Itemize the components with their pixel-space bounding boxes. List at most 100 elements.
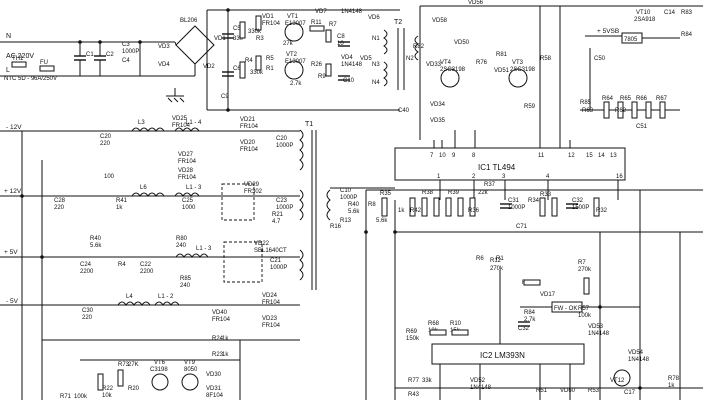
- label-vd6: VD6: [368, 15, 380, 21]
- label-2sc3198-a: 2SC3198: [440, 67, 466, 73]
- ic1-pin-11: 11: [538, 153, 545, 159]
- label-r13: R13: [340, 218, 352, 224]
- label-2sa918: 2SA918: [634, 17, 656, 23]
- transistor-vt2: [284, 60, 304, 80]
- label-4-7: 4.7: [272, 219, 281, 225]
- thermistor: [11, 61, 27, 68]
- label-r66: R66: [636, 96, 648, 102]
- winding-n4: N4: [372, 80, 380, 86]
- ic1-pin-4: 4: [546, 174, 550, 180]
- label-c20a: C20: [100, 134, 112, 140]
- label-r76: R76: [476, 60, 488, 66]
- label-2-7k: 2.7k: [290, 81, 302, 87]
- label-l1-3a: L1 - 3: [186, 185, 202, 191]
- label-vd50: VD50: [454, 40, 470, 46]
- label-r81: R81: [496, 52, 508, 58]
- label-r12: R12: [490, 258, 502, 264]
- label-27k: 27k: [283, 41, 294, 47]
- label-c1: C1: [86, 52, 94, 58]
- label-c10: C10: [343, 78, 355, 84]
- label-r59: R59: [524, 104, 536, 110]
- ic1-pin-2: 2: [472, 174, 476, 180]
- label-22k: 22k: [478, 190, 489, 196]
- label-2sc3198-b: 2SC3198: [510, 67, 536, 73]
- label-vd24: VD24: [262, 293, 278, 299]
- label-vd51: VD51: [494, 68, 510, 74]
- label-c5: C5: [233, 26, 241, 32]
- label-27k-b: 27K: [128, 362, 139, 368]
- label-r1b: R1: [496, 256, 504, 262]
- label-r22: R22: [102, 386, 114, 392]
- ic1-pin-3: 3: [502, 174, 506, 180]
- label-r11: R11: [311, 20, 322, 26]
- label-220b: 220: [54, 205, 65, 211]
- label-c2: C2: [106, 52, 114, 58]
- label-l4: L4: [126, 294, 133, 300]
- label-r43: R43: [408, 392, 420, 398]
- label-vd60: VD60: [560, 388, 576, 394]
- label-vd1: VD1: [214, 36, 226, 42]
- label-l1-3b: L1 - 3: [196, 246, 212, 252]
- rail-minus-12v: - 12V: [6, 124, 22, 131]
- winding-n2: N2: [406, 56, 414, 62]
- label-240a: 240: [176, 243, 187, 249]
- label-1n4148-e: 1N4148: [628, 357, 650, 363]
- label-sbl1640ct: SBL1640CT: [254, 248, 287, 254]
- transistor-vt4: [440, 68, 460, 88]
- label-vd52: VD52: [470, 378, 486, 384]
- label-c30: C30: [82, 308, 94, 314]
- label-r7: R7: [329, 22, 337, 28]
- label-270k-a: 270k: [490, 266, 504, 272]
- ic1-pin-9: 9: [452, 153, 456, 159]
- label-fr104-h: FR104: [262, 323, 281, 329]
- label-c51: C51: [636, 124, 648, 130]
- label-330: 330: [233, 36, 244, 42]
- label-r35: R35: [380, 191, 392, 197]
- label-r5: R5: [266, 56, 274, 62]
- feedback-network-section: C10 1000P R40 5.6k R13 R16 R8 R62 R63 R6…: [330, 96, 703, 400]
- label-c9: C9: [221, 94, 229, 100]
- label-l3: L3: [138, 120, 145, 126]
- label-r21: R21: [272, 212, 284, 218]
- transistor-vt6: [151, 373, 169, 391]
- label-vd3: VD3: [158, 44, 170, 50]
- label-1000p-a: 1000P: [276, 143, 293, 149]
- label-fr104-c: FR104: [240, 147, 259, 153]
- label-r20: R20: [128, 386, 140, 392]
- label-c3: C3: [122, 42, 130, 48]
- label-1000p-e: 1000P: [508, 205, 525, 211]
- label-vd58: VD58: [432, 18, 448, 24]
- label-r42: R42: [410, 208, 422, 214]
- transistor-vt12: [613, 369, 631, 387]
- label-330k: 330k: [248, 29, 262, 35]
- label-c10b: C10: [340, 188, 352, 194]
- l-label: L: [6, 67, 10, 74]
- label-1000p-c: 1000P: [270, 265, 287, 271]
- label-r39: R39: [448, 190, 460, 196]
- label-vd25: VD25: [172, 116, 188, 122]
- ac-label: AC 220V: [6, 53, 34, 60]
- label-c8: C8: [337, 34, 345, 40]
- label-vt1: VT1: [287, 14, 299, 20]
- label-vt2: VT2: [286, 52, 298, 58]
- label-r84: R84: [681, 32, 693, 38]
- ic1-pin-14: 14: [598, 153, 605, 159]
- rail-plus-12v: + 12V: [4, 188, 22, 195]
- label-r33: R33: [540, 192, 552, 198]
- label-100k-b: 100k: [74, 394, 88, 400]
- label-r38: R38: [422, 190, 434, 196]
- label-c28: C28: [54, 198, 66, 204]
- ic1-body: [394, 147, 626, 181]
- label-270k-b: 270k: [578, 267, 592, 273]
- ic1-pin-8: 8: [472, 153, 476, 159]
- label-r82: R82: [413, 44, 425, 50]
- label-r4b: R4: [118, 262, 126, 268]
- label-c4: C4: [122, 58, 130, 64]
- ic2-body: [431, 343, 585, 365]
- transistor-vt9: [181, 373, 199, 391]
- label-1000p-b: 1000P: [276, 205, 293, 211]
- label-t2: T2: [394, 19, 402, 26]
- ac-input-section: N AC 220V L TH1 NTC 5D - 9 FU 6A/250V C1…: [0, 18, 226, 103]
- label-2-7k-b: 2.7k: [524, 317, 536, 323]
